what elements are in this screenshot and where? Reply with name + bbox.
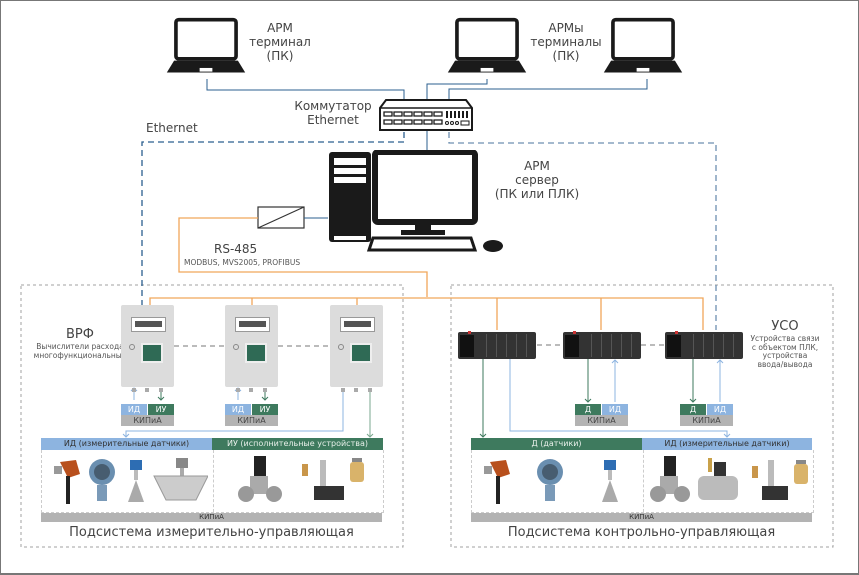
pressure-transmitter-icon (89, 459, 115, 501)
label-line: сервер (515, 172, 559, 187)
chip-kipia: КИПиА (680, 415, 733, 426)
right-device-photos (471, 450, 814, 513)
arm-terminal-label: АРМ терминал (ПК) (240, 21, 320, 63)
sensors-group (484, 459, 618, 504)
chip-id: ИД (602, 404, 628, 415)
ethernet-line-terminals-2 (448, 79, 648, 100)
ethernet-line-terminals-1 (426, 79, 488, 100)
actuators-group (650, 456, 808, 502)
label-line: Ethernet (307, 112, 359, 127)
rs485-label: RS-485 (214, 242, 258, 256)
vrf-title: ВРФ (66, 327, 94, 342)
radar-level-icon (602, 460, 618, 502)
label-line: АРМ (267, 21, 293, 35)
solenoid-valve-icon (314, 460, 344, 500)
ethernet-label: Ethernet (146, 121, 198, 135)
bar-measuring-sensors: ИД (измерительные датчики) (41, 438, 212, 450)
bar-kipia: КИПиА (471, 513, 812, 522)
left-subsystem-border (20, 284, 404, 548)
bar-sensors: Д (датчики) (471, 438, 642, 450)
uso-title: УСО (771, 319, 799, 334)
switch-label: Коммутатор Ethernet (290, 99, 376, 128)
left-subsystem-title: Подсистема измерительно-управляющая (69, 525, 354, 540)
ethernet-dashed-left (141, 132, 405, 305)
coriolis-flowmeter-icon (153, 458, 208, 501)
arm-server-label: АРМ сервер (ПК или ПЛК) (482, 159, 592, 201)
label-line: терминал (249, 34, 311, 49)
valve-actuator-icon (238, 456, 282, 502)
flow-computer-device (330, 305, 383, 392)
vrf-desc: многофункциональные (33, 350, 127, 360)
radar-level-icon (128, 460, 144, 502)
uso-desc: с объектом ПЛК, (751, 342, 819, 352)
plc-device (458, 331, 536, 359)
right-subsystem-border (450, 284, 834, 548)
sensors-group (54, 458, 208, 504)
rs485-protocols: MODBUS, MVS2005, PROFIBUS (184, 258, 301, 267)
laptop-icon (447, 17, 527, 73)
right-subsystem-title: Подсистема контрольно-управляющая (507, 525, 776, 540)
chip-id: ИД (707, 404, 733, 415)
uso-desc: Устройства связи (750, 333, 820, 343)
label-line: (ПК) (266, 48, 294, 63)
laptop-icon (603, 17, 683, 73)
arm-terminals-label: АРМы терминалы (ПК) (526, 21, 606, 63)
plc-device (563, 331, 641, 359)
plc-device (665, 331, 743, 359)
laptop-icon (166, 17, 246, 73)
chip-d: Д (680, 404, 706, 415)
flow-computer-device (225, 305, 278, 392)
uso-desc: устройства (762, 351, 808, 361)
chip-iu: ИУ (148, 404, 174, 415)
pressure-switch-icon (350, 458, 364, 482)
small-fitting-icon (302, 464, 308, 476)
chip-kipia: КИПиА (225, 415, 278, 426)
ethernet-switch-icon (379, 99, 473, 131)
bar-actuators: ИУ (исполнительные устройства) (212, 438, 383, 450)
label-line: (ПК или ПЛК) (494, 186, 580, 201)
label-line: АРМы (548, 21, 584, 35)
pressure-transmitter-icon (537, 459, 563, 501)
flow-computer-device (121, 305, 174, 392)
chip-id: ИД (121, 404, 147, 415)
valve-actuator-icon (650, 456, 690, 502)
rs485-line (178, 217, 428, 297)
small-fitting-icon (752, 466, 758, 478)
chip-iu: ИУ (252, 404, 278, 415)
pressure-switch-icon (794, 460, 808, 484)
solenoid-valve-icon (762, 460, 788, 500)
vrf-desc: Вычислители расхода (36, 341, 124, 351)
left-device-photos (41, 450, 384, 513)
chip-kipia: КИПиА (121, 415, 174, 426)
bar-kipia: КИПиА (41, 513, 382, 522)
ethernet-dashed-right (448, 132, 717, 330)
uso-label: УСО Устройства связи с объектом ПЛК, уст… (740, 319, 830, 369)
uso-desc: ввода/вывода (757, 359, 813, 369)
label-line: терминалы (530, 34, 602, 49)
label-line: Коммутатор (294, 99, 372, 113)
label-line: АРМ (524, 159, 550, 173)
chip-kipia: КИПиА (575, 415, 628, 426)
thermocouple-icon (484, 460, 510, 504)
actuators-group (238, 456, 364, 502)
chip-d: Д (575, 404, 601, 415)
ethernet-line-terminal (206, 79, 405, 100)
thermocouple-icon (54, 460, 80, 504)
label-line: (ПК) (552, 48, 580, 63)
bar-measuring-sensors: ИД (измерительные датчики) (642, 438, 812, 450)
vrf-label: ВРФ Вычислители расхода многофункциональ… (30, 327, 130, 360)
server-pc-icon (329, 150, 503, 252)
chip-id: ИД (225, 404, 251, 415)
gas-valve-icon (698, 458, 738, 500)
